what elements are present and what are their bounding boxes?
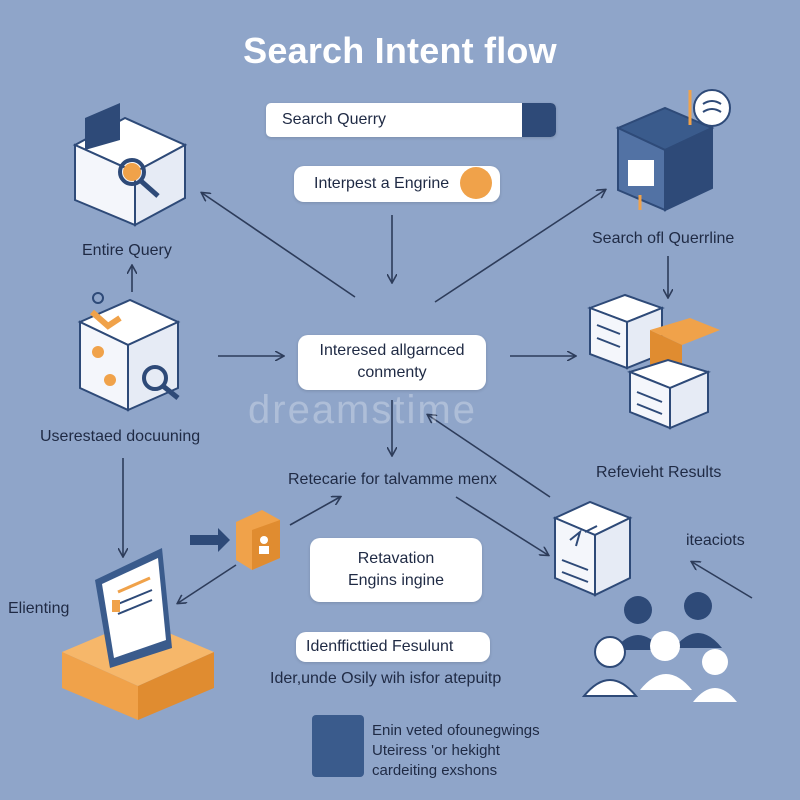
label-understand: Userestaed docuuning <box>40 428 201 445</box>
retrieval-line-2: Engins ingine <box>347 572 445 589</box>
query-box-icon <box>615 89 731 212</box>
label-search-querrline: Search ofl Querrline <box>592 230 735 247</box>
identified-result-label: Idenfficttied Fesulunt <box>306 638 454 655</box>
label-relevant-results: Refevieht Results <box>596 464 722 481</box>
center-line-1: Interesed allgarnced <box>319 342 465 359</box>
interpret-engine-pill: Interpest a Engrine <box>294 166 500 202</box>
label-interactions: iteaciots <box>686 532 745 549</box>
search-bar[interactable]: Search Querry <box>266 103 556 137</box>
entire-query-cube-icon <box>72 103 188 227</box>
legend-line-3: cardeiting exshons <box>372 762 498 779</box>
interactions-stack-icon <box>552 500 633 597</box>
watermark: dreamstime <box>248 388 477 432</box>
understand-cube-icon <box>77 292 181 412</box>
legend-line-1: Enin veted ofounegwings <box>372 722 540 739</box>
center-node: Interesed allgarnced conmenty <box>298 335 486 390</box>
label-elienting: Elienting <box>8 600 70 617</box>
interpret-engine-label: Interpest a Engrine <box>314 175 450 192</box>
label-understand-bottom: Ider,unde Osily wih isfor atepuitp <box>270 670 502 687</box>
legend-icon-box <box>312 715 364 777</box>
search-query-text: Search Querry <box>282 111 387 128</box>
device-box-icon <box>62 548 214 720</box>
legend-line-2: Uteiress 'or hekight <box>372 742 500 759</box>
search-button[interactable] <box>522 103 556 137</box>
legend-text: Enin veted ofounegwings Uteiress 'or hek… <box>372 721 540 781</box>
retrieval-engine-node: Retavation Engins ingine <box>310 538 482 602</box>
page-title: Search Intent flow <box>243 30 557 71</box>
engine-search-icon <box>460 167 492 199</box>
label-retecarie: Retecarie for talvamme menx <box>288 471 497 488</box>
center-line-2: conmenty <box>357 364 427 381</box>
label-entire-query: Entire Query <box>82 242 172 259</box>
retrieval-line-1: Retavation <box>357 550 435 567</box>
users-group-icon <box>581 592 737 702</box>
identified-result-pill: Idenfficttied Fesulunt <box>296 632 490 662</box>
results-server-icon <box>587 293 720 430</box>
folder-person-icon <box>190 510 280 570</box>
